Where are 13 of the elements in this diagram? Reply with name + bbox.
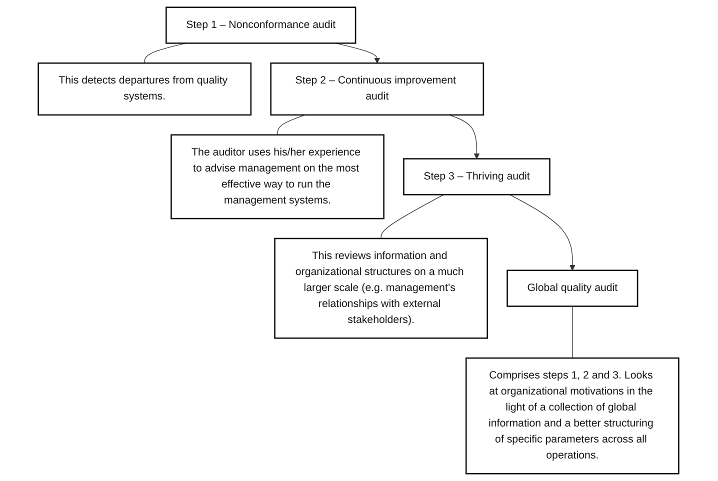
node-box: The auditor uses his/her experience to advise management on the most effective way to run the management systems.	[171, 134, 385, 220]
node-box: Comprises steps 1, 2 and 3. Looks at organizational motivations in the light of a collection of global information and a better structuring of specific parameters across all operations.	[466, 357, 680, 474]
connector	[278, 114, 306, 136]
connector	[572, 306, 574, 358]
node-box: This reviews information and organizational structures on a much larger scale (e.g. management’s relationships with external stakeholders).	[274, 238, 488, 339]
node-box: Step 2 – Continuous improvement audit	[270, 62, 485, 116]
node-box: Global quality audit	[507, 270, 639, 307]
connector	[381, 194, 444, 239]
node-box: Step 1 – Nonconformance audit	[166, 6, 357, 44]
node-box: Step 3 – Thriving audit	[404, 158, 551, 196]
arrow	[510, 194, 576, 271]
node-box: This detects departures from quality systems.	[38, 62, 252, 116]
arrow	[449, 114, 480, 160]
